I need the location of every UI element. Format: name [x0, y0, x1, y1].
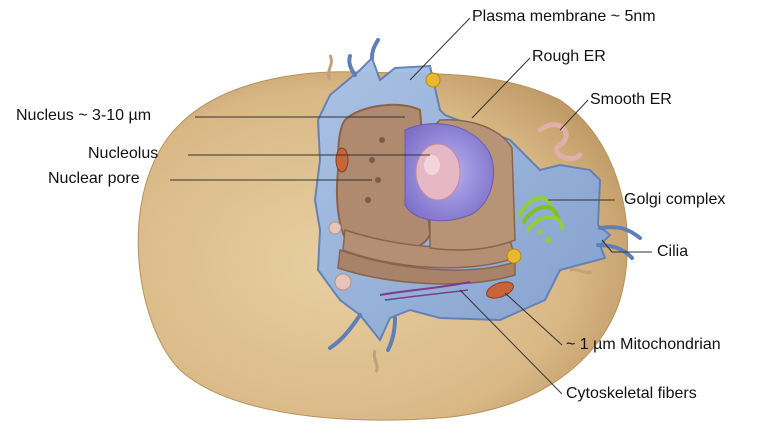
nucleolus — [416, 144, 460, 200]
cilium — [372, 40, 378, 58]
label-plasma-membrane: Plasma membrane ~ 5nm — [472, 9, 656, 25]
nuclear-pore — [375, 177, 381, 183]
golgi-vesicle — [538, 230, 543, 235]
nuclear-pore — [369, 157, 375, 163]
label-mitochondrion: ~ 1 µm Mitochondrian — [566, 337, 721, 353]
label-cilia: Cilia — [657, 244, 688, 260]
label-golgi: Golgi complex — [624, 192, 725, 208]
label-nucleolus: Nucleolus — [88, 146, 158, 162]
nuclear-pore — [365, 197, 371, 203]
nucleolus-highlight — [424, 155, 440, 175]
mitochondrion — [336, 148, 348, 172]
label-smooth-er: Smooth ER — [590, 92, 672, 108]
leader-plasma-membrane — [410, 18, 470, 80]
vesicle — [426, 73, 440, 87]
vesicle — [329, 222, 341, 234]
golgi-vesicle — [545, 237, 551, 243]
label-cytoskeletal: Cytoskeletal fibers — [566, 386, 697, 402]
vesicle — [335, 274, 351, 290]
nuclear-pore — [379, 137, 385, 143]
label-nuclear-pore: Nuclear pore — [48, 171, 140, 187]
label-rough-er: Rough ER — [532, 49, 606, 65]
vesicle — [507, 249, 521, 263]
label-nucleus: Nucleus ~ 3-10 µm — [16, 108, 151, 124]
